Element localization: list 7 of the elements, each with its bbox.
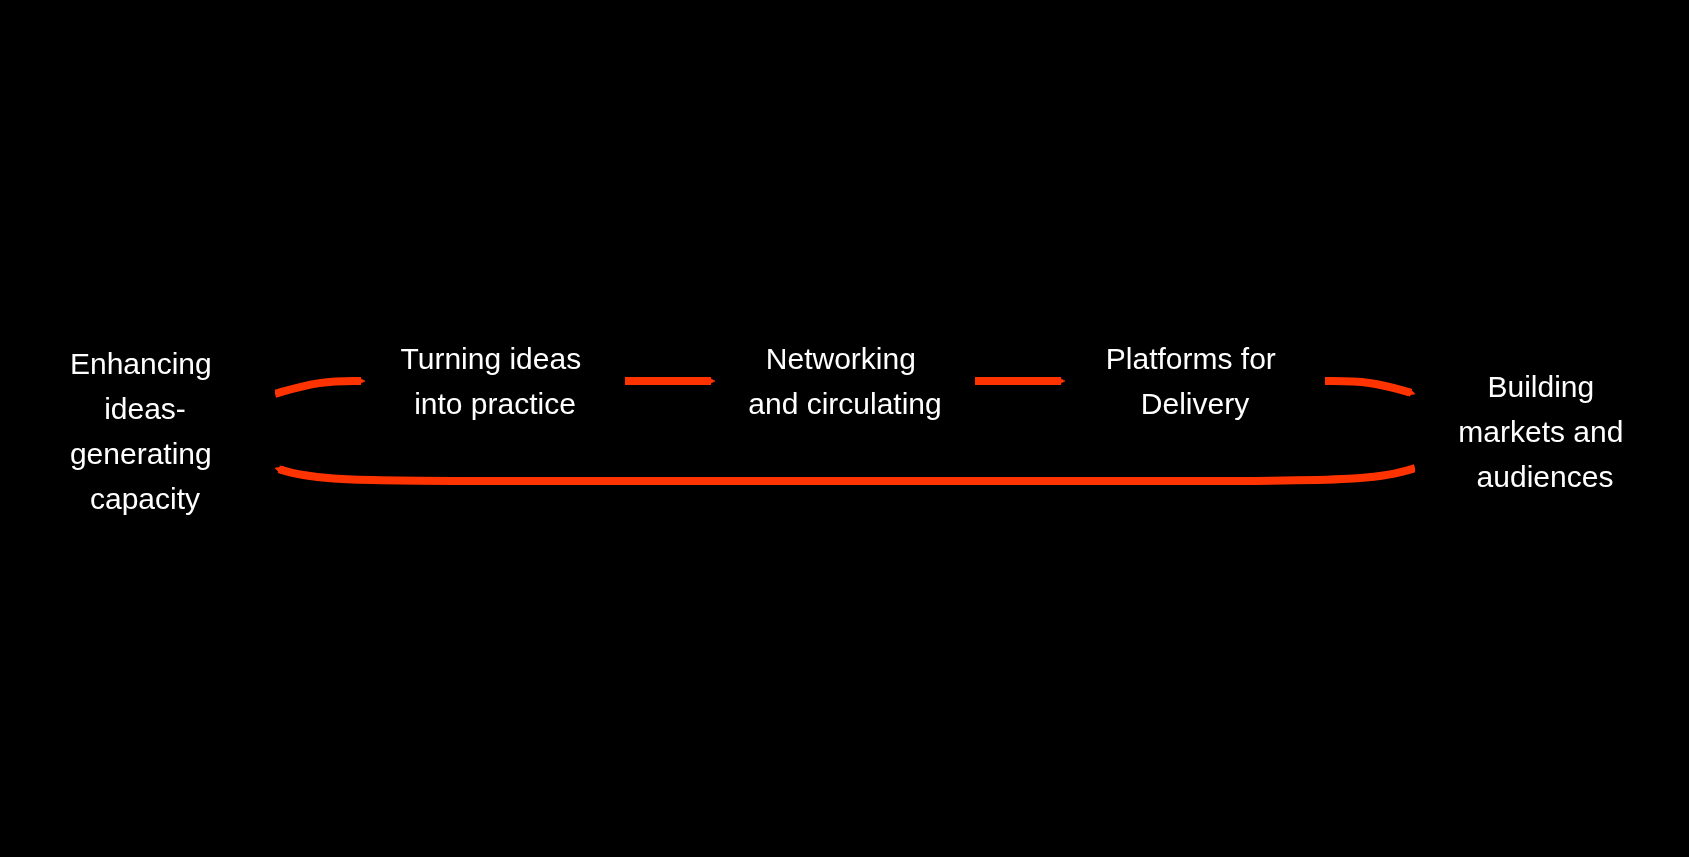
node-text: Networking and circulating (747, 342, 942, 420)
arrow (273, 376, 365, 398)
node-text: Enhancing ideas-generating capacity (69, 347, 212, 515)
node-text: Building markets and audiences (1457, 369, 1623, 493)
arrow (274, 464, 1416, 485)
node-text: Turning ideas into practice (400, 342, 581, 420)
node-text: Platforms for Delivery (1105, 342, 1276, 420)
